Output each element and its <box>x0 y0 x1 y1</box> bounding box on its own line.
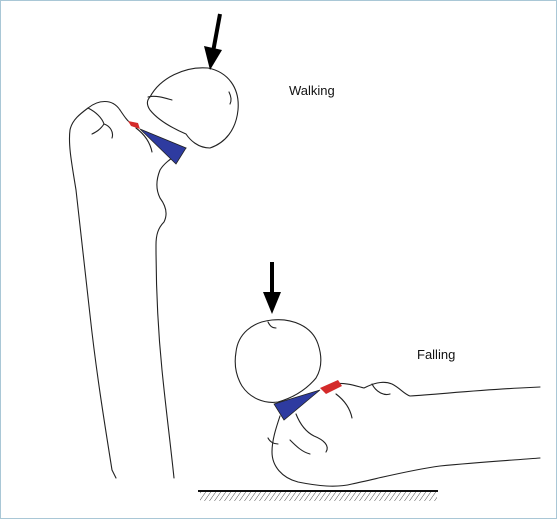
upright-tension-zone <box>128 121 140 129</box>
upright-femur <box>69 68 238 478</box>
falling-femoral-head <box>235 320 321 403</box>
upright-femoral-head <box>147 68 238 148</box>
falling-shaft-upper <box>332 382 540 396</box>
falling-label: Falling <box>417 347 455 362</box>
walking-label: Walking <box>289 83 335 98</box>
upright-compression-zone <box>140 129 186 164</box>
upright-shaft-medial <box>156 148 186 478</box>
upright-shaft-lateral <box>69 102 120 479</box>
falling-load-arrow <box>263 262 281 314</box>
walking-load-arrow <box>204 14 222 70</box>
falling-shaft-lower <box>272 416 540 486</box>
falling-tension-zone <box>320 380 342 394</box>
ground-surface <box>198 491 438 501</box>
